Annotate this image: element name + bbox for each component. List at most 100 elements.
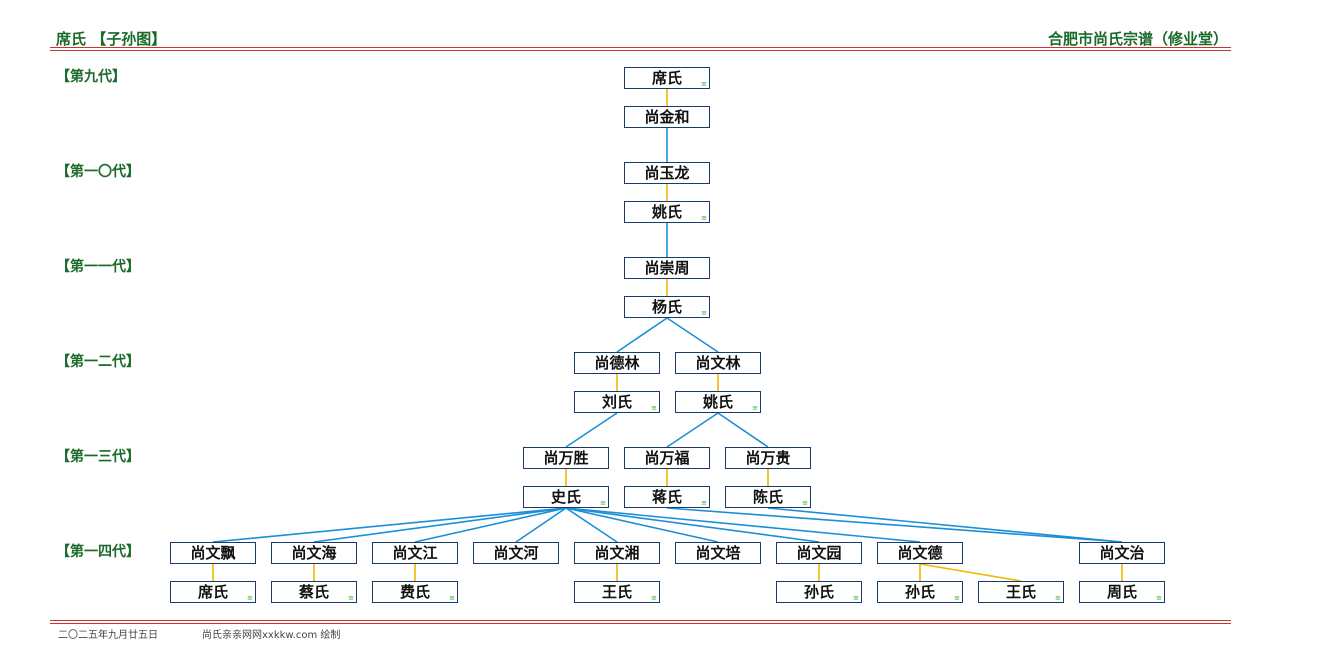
child-connector: [666, 507, 1123, 543]
spouse-marker-icon: ≡: [449, 594, 455, 602]
footer-rule-2: [50, 623, 1231, 624]
person-name: 周氏: [1106, 583, 1137, 601]
chart-title: 席氏 【子孙图】: [56, 30, 167, 48]
spouse-marker-icon: ≡: [853, 594, 859, 602]
child-connector: [565, 507, 719, 543]
person-name: 尚文飘: [190, 544, 236, 562]
child-connector: [515, 507, 567, 543]
person-node[interactable]: 尚文培: [675, 542, 761, 564]
child-connector: [767, 507, 1123, 543]
spouse-marker-icon: ≡: [752, 404, 758, 412]
person-name: 杨氏: [651, 298, 682, 316]
person-node[interactable]: 尚万胜: [523, 447, 609, 469]
spouse-marker-icon: ≡: [1055, 594, 1061, 602]
footer-credit: 尚氏亲亲网网xxkkw.com 绘制: [202, 630, 341, 641]
person-name: 费氏: [399, 583, 430, 601]
person-node[interactable]: 费氏 ≡: [372, 581, 458, 603]
person-name: 尚文湘: [594, 544, 640, 562]
person-name: 尚崇周: [644, 259, 690, 277]
person-node[interactable]: 姚氏 ≡: [675, 391, 761, 413]
person-name: 尚文德: [897, 544, 943, 562]
person-name: 尚万贵: [745, 449, 791, 467]
generation-label-14: 【第一四代】: [56, 544, 140, 560]
child-connector: [565, 412, 618, 448]
person-name: 尚文林: [695, 354, 741, 372]
person-name: 席氏: [197, 583, 228, 601]
person-node[interactable]: 刘氏 ≡: [574, 391, 660, 413]
person-node[interactable]: 尚金和: [624, 106, 710, 128]
person-name: 史氏: [550, 488, 581, 506]
person-name: 尚文治: [1099, 544, 1145, 562]
person-name: 尚德林: [594, 354, 640, 372]
child-connector: [212, 507, 567, 543]
generation-label-11: 【第一一代】: [56, 259, 140, 275]
person-name: 陈氏: [752, 488, 783, 506]
person-name: 王氏: [601, 583, 632, 601]
person-node[interactable]: 周氏≡: [1079, 581, 1165, 603]
person-name: 刘氏: [601, 393, 632, 411]
child-connector: [414, 507, 567, 543]
person-node[interactable]: 席氏 ≡: [624, 67, 710, 89]
person-node[interactable]: 史氏 ≡: [523, 486, 609, 508]
spouse-connector: [919, 563, 1022, 582]
spouse-marker-icon: ≡: [247, 594, 253, 602]
person-node[interactable]: 尚文德: [877, 542, 963, 564]
person-node[interactable]: 王氏 ≡: [574, 581, 660, 603]
child-connector: [717, 412, 769, 448]
person-name: 席氏: [651, 69, 682, 87]
person-node[interactable]: 王氏 ≡: [978, 581, 1064, 603]
generation-label-13: 【第一三代】: [56, 449, 140, 465]
person-node[interactable]: 蔡氏≡: [271, 581, 357, 603]
generation-label-10: 【第一〇代】: [56, 164, 140, 180]
person-name: 孙氏: [904, 583, 935, 601]
person-node[interactable]: 尚文河: [473, 542, 559, 564]
person-name: 尚万胜: [543, 449, 589, 467]
child-connector: [616, 317, 668, 353]
person-name: 尚文河: [493, 544, 539, 562]
generation-label-9: 【第九代】: [56, 69, 126, 85]
person-name: 尚文园: [796, 544, 842, 562]
spouse-marker-icon: ≡: [701, 80, 707, 88]
spouse-marker-icon: ≡: [701, 499, 707, 507]
person-node[interactable]: 尚德林: [574, 352, 660, 374]
person-name: 王氏: [1005, 583, 1036, 601]
header-rule-2: [50, 50, 1231, 51]
person-node[interactable]: 陈氏≡: [725, 486, 811, 508]
person-name: 尚文江: [392, 544, 438, 562]
spouse-marker-icon: ≡: [600, 499, 606, 507]
person-node[interactable]: 尚文江: [372, 542, 458, 564]
spouse-marker-icon: ≡: [954, 594, 960, 602]
header-rule: [50, 47, 1231, 48]
person-node[interactable]: 孙氏≡: [776, 581, 862, 603]
spouse-marker-icon: ≡: [651, 404, 657, 412]
spouse-marker-icon: ≡: [348, 594, 354, 602]
person-node[interactable]: 杨氏≡: [624, 296, 710, 318]
person-node[interactable]: 尚文湘: [574, 542, 660, 564]
child-connector: [666, 317, 719, 353]
person-node[interactable]: 蒋氏 ≡: [624, 486, 710, 508]
child-connector: [313, 507, 567, 543]
footer-date: 二〇二五年九月廿五日: [58, 630, 158, 641]
person-node[interactable]: 尚文园: [776, 542, 862, 564]
footer-rule: [50, 620, 1231, 621]
person-node[interactable]: 席氏 ≡: [170, 581, 256, 603]
person-node[interactable]: 尚玉龙: [624, 162, 710, 184]
person-node[interactable]: 尚文飘: [170, 542, 256, 564]
person-node[interactable]: 尚万贵: [725, 447, 811, 469]
spouse-marker-icon: ≡: [701, 214, 707, 222]
person-node[interactable]: 尚万福: [624, 447, 710, 469]
person-name: 尚文培: [695, 544, 741, 562]
person-name: 蒋氏: [651, 488, 682, 506]
child-connector: [565, 507, 618, 543]
person-name: 尚金和: [644, 108, 690, 126]
person-node[interactable]: 尚文林: [675, 352, 761, 374]
child-connector: [565, 507, 921, 543]
person-node[interactable]: 孙氏 ≡: [877, 581, 963, 603]
spouse-marker-icon: ≡: [651, 594, 657, 602]
person-node[interactable]: 姚氏≡: [624, 201, 710, 223]
person-node[interactable]: 尚文治: [1079, 542, 1165, 564]
person-node[interactable]: 尚文海: [271, 542, 357, 564]
person-name: 姚氏: [702, 393, 733, 411]
person-node[interactable]: 尚崇周: [624, 257, 710, 279]
generation-label-12: 【第一二代】: [56, 354, 140, 370]
